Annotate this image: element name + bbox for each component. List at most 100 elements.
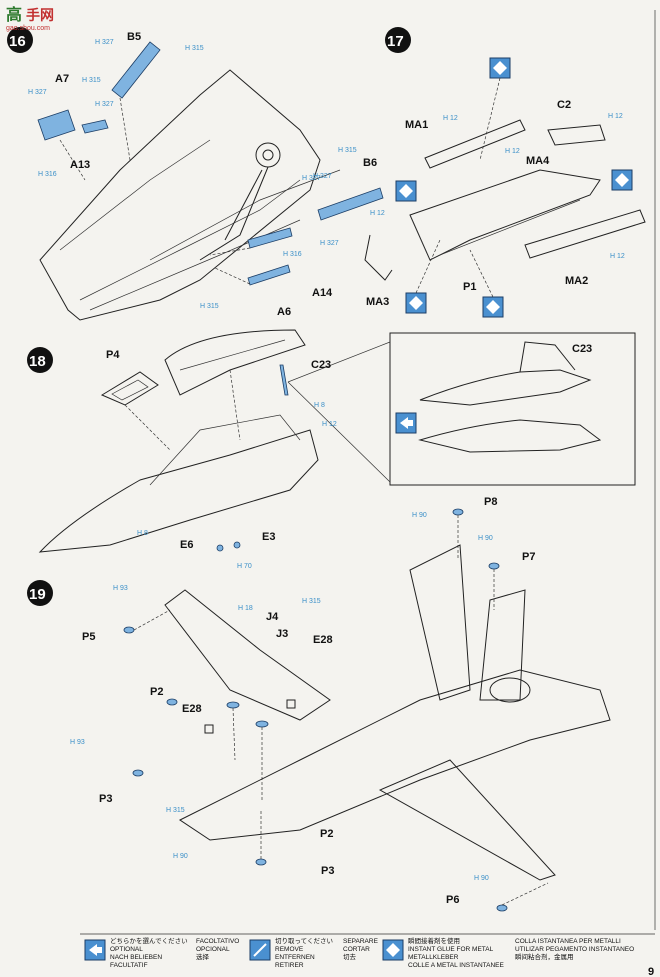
step18-fuselage [38,429,319,553]
part-p5 [123,626,135,634]
footer-glue-line: UTILIZAR PEGAMENTO INSTANTANEO [515,946,634,953]
step16-wheel-hub [262,149,274,161]
part-e28 [286,699,296,709]
label-j4: J4 [266,611,279,623]
hcode: H 12 [443,115,458,122]
footer-remove-line: REMOVE [275,946,304,953]
part-p4-inner [111,379,149,401]
step19-nozzle [489,677,531,703]
step-16-number: 16 [9,33,26,50]
step-17-badge [385,27,411,53]
footer-remove-line: SEPARARE [343,938,379,945]
hcode: H 90 [478,535,493,542]
part-b6 [317,187,384,221]
watermark-site: gao.shou.com [6,25,50,32]
label-a14: A14 [312,287,333,299]
legend-footer: どちらかを選んでください OPTIONAL NACH BELIEBEN FACU… [80,933,655,977]
step17-line [439,199,581,256]
part-e6 [216,544,224,552]
label-ma3: MA3 [366,296,389,308]
glue-marker [489,57,511,79]
step-17: 17 MA1 [313,27,646,318]
hcode: H 315 [185,45,204,52]
part-a13 [81,119,109,134]
guide-line [209,247,251,256]
label-b6: B6 [363,157,377,169]
guide-line [214,267,251,285]
hcode: H 327 [95,101,114,108]
hcode: H 316 [283,251,302,258]
label-b5: B5 [127,31,141,43]
label-p3-left: P3 [99,793,112,805]
footer-optional-line: FACULTATIF [110,962,148,969]
step-16: 16 A7 B5 A13 A14 A6 H 327 H 315 H 327 H … [7,27,341,321]
label-c23-inset: C23 [572,343,592,355]
step19-fuselage [179,669,611,841]
footer-optional-line: 选择 [196,952,210,961]
glue-icon [382,939,404,961]
step-19: 19 P8 P7 P5 J4 J3 E28 [27,496,611,912]
step16-line [59,139,211,251]
watermark-tag: 手网 [26,7,54,24]
footer-glue-line: COLLA ISTANTANEA PER METALLI [515,938,621,945]
label-e6: E6 [180,539,193,551]
footer-glue-line: METALLKLEBER [408,954,459,961]
guide-line [59,139,86,181]
hcode: H 12 [610,253,625,260]
part-ma2 [524,209,646,259]
part-a14 [247,227,293,249]
hcode: H 70 [237,563,252,570]
inset-pointer [287,381,391,483]
hcode: H 8 [314,402,325,409]
hcode: H 316 [38,171,57,178]
inset-canopy-open [419,369,592,406]
part-j4 [226,701,240,709]
step16-strut [199,166,269,261]
footer-optional-line: OPTIONAL [110,946,143,953]
label-ma4: MA4 [526,155,550,167]
label-p4: P4 [106,349,120,361]
label-c23: C23 [311,359,331,371]
hcode: H 90 [474,875,489,882]
label-ma1: MA1 [405,119,428,131]
guide-line [232,707,236,761]
glue-marker [405,292,427,314]
hcode: H 90 [412,512,427,519]
label-p2-bottom: P2 [320,828,333,840]
guide-line [501,882,549,906]
part-a7 [37,109,76,141]
label-p6: P6 [446,894,459,906]
label-p3-bottom: P3 [321,865,334,877]
footer-remove-line: RETIRER [275,962,304,969]
footer-glue-line: 瞬间粘合剂，金属用 [515,952,574,961]
label-a7: A7 [55,73,69,85]
step16-fuselage [39,69,321,321]
footer-glue-line: COLLE A METAL INSTANTANEE [408,962,505,969]
hcode: H 8 [137,530,148,537]
step-17-number: 17 [387,33,404,50]
inset-pointer [287,341,391,383]
hcode: H 12 [370,210,385,217]
footer-remove-line: 切り取ってください [275,937,333,945]
part-ma1 [424,119,526,169]
label-e28-top: E28 [313,634,333,646]
footer-remove-line: 切去 [343,952,357,961]
part-c2 [547,124,606,146]
remove-icon [249,939,271,961]
step16-line [149,169,341,261]
glue-marker [611,169,633,191]
step19-tail-right [479,589,526,701]
footer-optional-line: どちらかを選んでください [110,936,188,945]
guide-line [479,77,501,161]
step16-line [89,219,301,311]
label-ma2: MA2 [565,275,588,287]
hcode: H 93 [70,739,85,746]
footer-glue-line: INSTANT GLUE FOR METAL [408,946,494,953]
optional-icon [84,939,106,961]
step16-wheel [255,142,281,168]
hcode: H 327 [320,240,339,247]
footer-glue-line: 瞬間接着剤を使用 [408,936,460,945]
hcode: H 90 [173,853,188,860]
part-p2 [166,698,178,706]
footer-remove-line: ENTFERNEN [275,954,315,961]
